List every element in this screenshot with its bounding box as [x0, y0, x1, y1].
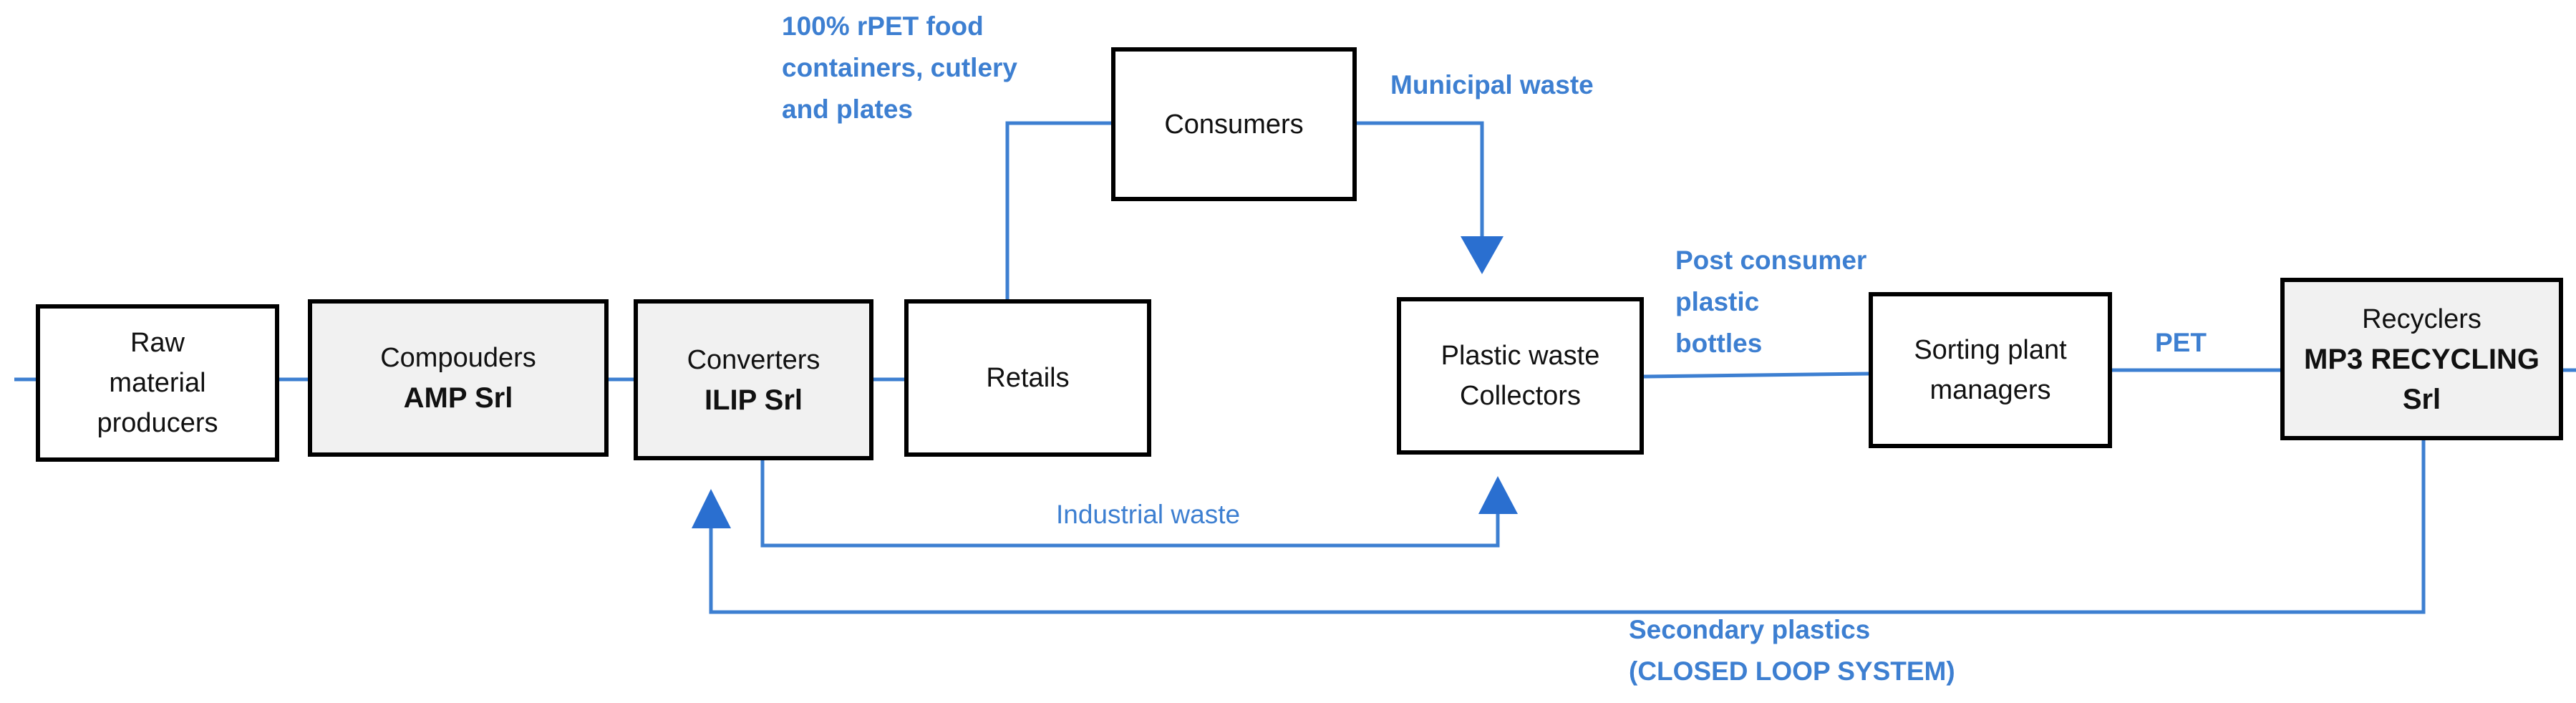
- collectors-line-2: Collectors: [1460, 381, 1581, 411]
- collectors-line-1: Plastic waste: [1440, 341, 1600, 371]
- post-consumer-line-1: Post consumer: [1675, 246, 1867, 275]
- raw-line-1: Raw: [130, 328, 185, 358]
- secondary-plastics-label: Secondary plastics (CLOSED LOOP SYSTEM): [1629, 609, 1955, 692]
- recyclers-company-line-2: Srl: [2402, 383, 2441, 415]
- connector-retails-consumers: [1005, 121, 1111, 299]
- pet-label: PET: [2155, 328, 2207, 357]
- sorting-line-2: managers: [1929, 375, 2051, 405]
- rpet-line-2: containers, cutlery: [782, 53, 1018, 82]
- consumers-line-1: Consumers: [1164, 109, 1304, 140]
- recyclers-box: Recyclers MP3 RECYCLING Srl: [2280, 278, 2563, 440]
- municipal-waste-label: Municipal waste: [1390, 70, 1594, 100]
- converters-box: Converters ILIP Srl: [634, 299, 873, 460]
- compounders-company: AMP Srl: [403, 382, 513, 414]
- retails-line-1: Retails: [986, 363, 1070, 393]
- industrial-waste-label: Industrial waste: [1056, 500, 1241, 529]
- rpet-products-label: 100% rPET food containers, cutlery and p…: [782, 6, 1017, 130]
- arrow-municipal-waste-line: [1357, 121, 1484, 240]
- raw-material-producers-box: Raw material producers: [36, 304, 279, 462]
- post-consumer-line-3: bottles: [1675, 329, 1763, 358]
- raw-line-2: material: [109, 368, 206, 398]
- rpet-line-1: 100% rPET food: [782, 11, 984, 41]
- plastic-waste-collectors-box: Plastic waste Collectors: [1397, 297, 1644, 455]
- arrow-municipal-waste-head: [1461, 236, 1504, 274]
- post-consumer-line-2: plastic: [1675, 287, 1760, 316]
- arrow-industrial-waste-line: [760, 460, 1500, 548]
- sorting-plant-managers-box: Sorting plant managers: [1869, 292, 2112, 448]
- recyclers-line-1: Recyclers: [2362, 304, 2481, 334]
- arrow-closed-loop-line: [709, 440, 2426, 614]
- rpet-line-3: and plates: [782, 94, 913, 124]
- retails-box: Retails: [904, 299, 1151, 457]
- secondary-line-2: (CLOSED LOOP SYSTEM): [1629, 656, 1955, 686]
- compounders-box: Compouders AMP Srl: [308, 299, 609, 457]
- arrow-industrial-waste-head: [1478, 476, 1518, 514]
- converters-company: ILIP Srl: [704, 384, 803, 416]
- post-consumer-label: Post consumer plastic bottles: [1675, 240, 1866, 364]
- connector-collectors-sorting: [1643, 372, 1869, 379]
- arrow-closed-loop-head: [692, 489, 731, 528]
- raw-line-3: producers: [97, 408, 218, 438]
- consumers-box: Consumers: [1111, 47, 1357, 201]
- compounders-line-1: Compouders: [380, 343, 536, 373]
- secondary-line-1: Secondary plastics: [1629, 615, 1871, 644]
- recyclers-company-line-1: MP3 RECYCLING: [2304, 343, 2539, 375]
- converters-line-1: Converters: [687, 344, 820, 375]
- sorting-line-1: Sorting plant: [1914, 335, 2067, 365]
